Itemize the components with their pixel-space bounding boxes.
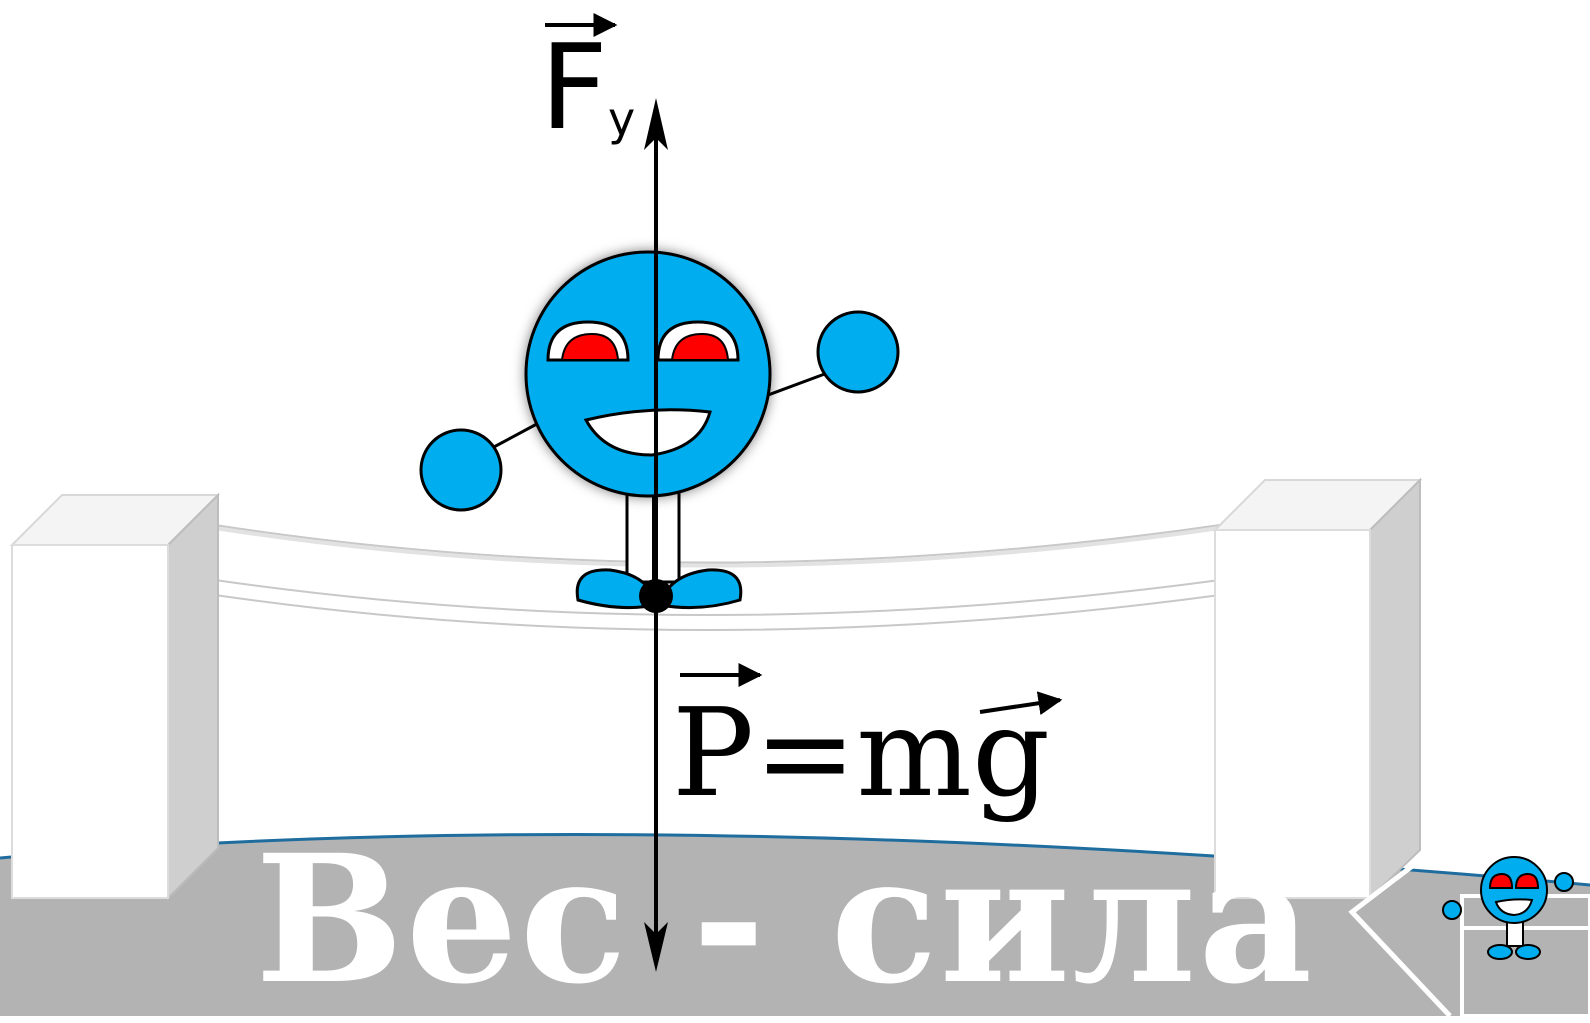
- weight-formula: P=mg: [672, 682, 1051, 824]
- slide-title: Вес - сила: [255, 816, 1315, 1023]
- nav-back-arrow[interactable]: [1348, 820, 1472, 1016]
- right-post: [1212, 477, 1423, 901]
- left-post: [9, 492, 221, 901]
- force-vectors: [639, 98, 673, 972]
- support-force-symbol: F: [540, 18, 608, 156]
- character-figure: [419, 250, 900, 610]
- support-force-subscript: у: [608, 92, 636, 146]
- vector-overarrows: [545, 13, 1063, 716]
- mascot-icon[interactable]: [1442, 856, 1590, 1016]
